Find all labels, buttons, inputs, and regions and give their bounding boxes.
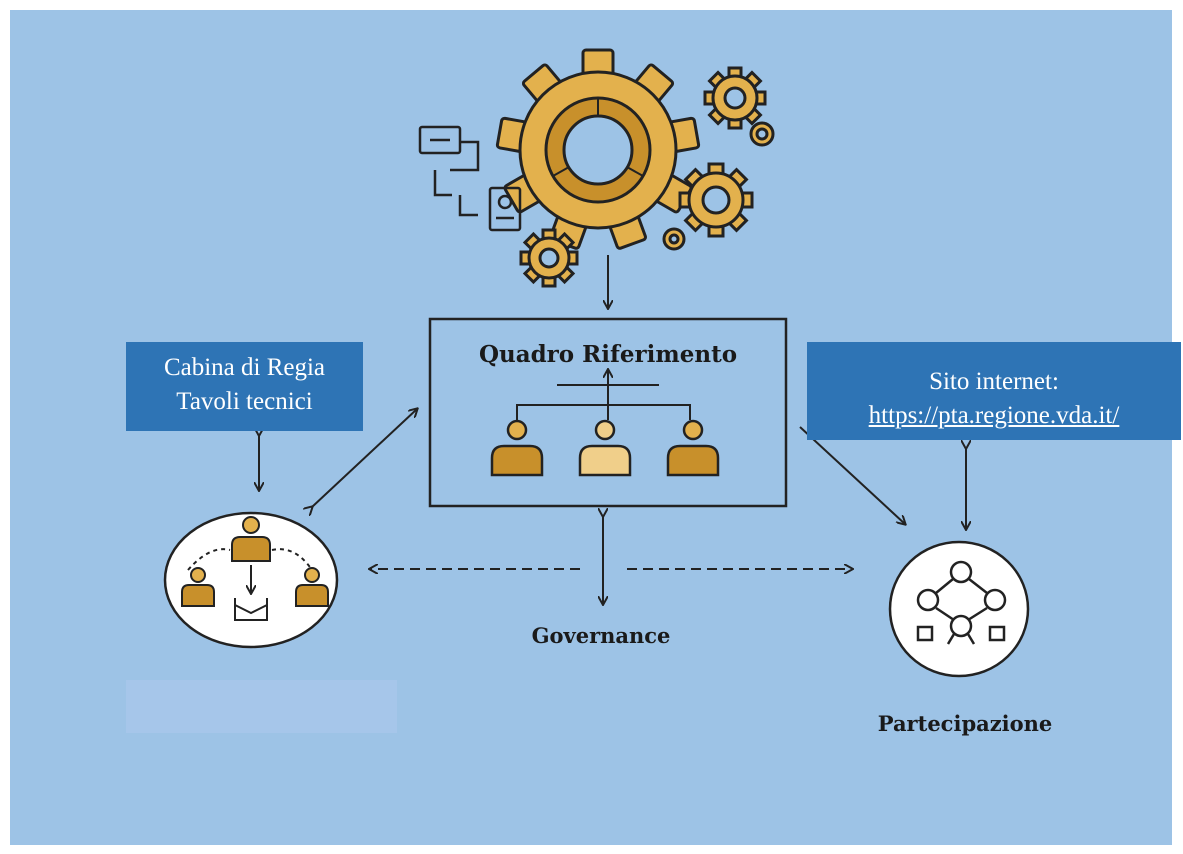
diagram-canvas: Quadro Riferimento <box>10 10 1181 845</box>
org-hierarchy-icon <box>490 370 720 477</box>
sito-internet-box: Sito internet: https://pta.regione.vda.i… <box>807 342 1181 440</box>
team-collaboration-icon <box>163 511 339 649</box>
participation-label: Partecipazione <box>878 711 1053 736</box>
framework-box <box>428 317 788 508</box>
sito-line-1: Sito internet: <box>929 368 1059 395</box>
sito-link[interactable]: https://pta.regione.vda.it/ <box>868 402 1120 429</box>
process-flow-icon <box>418 125 522 232</box>
arrow-framework-participation <box>799 426 905 524</box>
framework-title: Quadro Riferimento <box>479 341 737 368</box>
governance-label: Governance <box>532 623 671 648</box>
cabina-di-regia-box: Cabina di Regia Tavoli tecnici <box>126 342 363 431</box>
network-participation-icon <box>888 540 1030 678</box>
arrow-team-framework <box>312 409 417 507</box>
cabina-line-2: Tavoli tecnici <box>176 388 313 415</box>
blank-placeholder-box <box>126 680 397 733</box>
diagram-graphics: Quadro Riferimento <box>163 48 1053 736</box>
cabina-line-1: Cabina di Regia <box>163 354 326 381</box>
gears-icon <box>495 48 775 288</box>
